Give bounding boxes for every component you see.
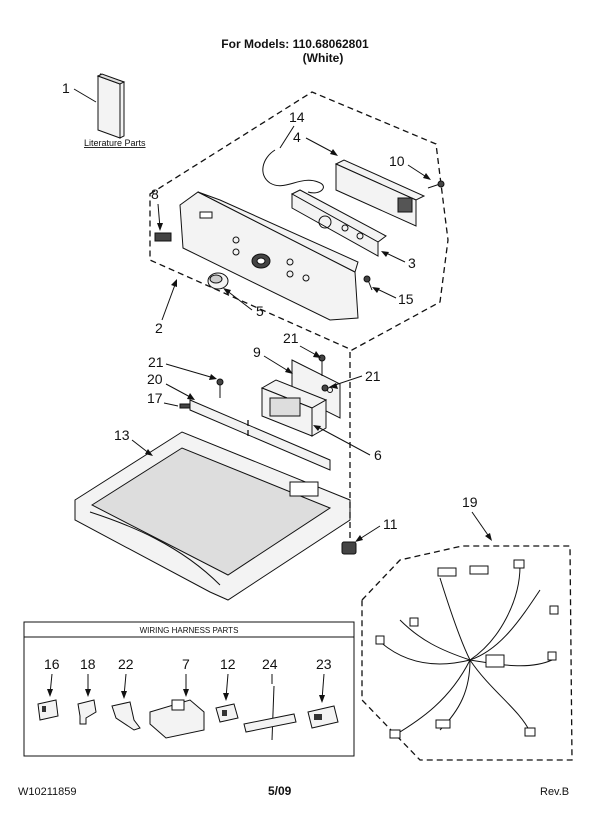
literature-parts-label: Literature Parts: [84, 138, 146, 148]
literature-parts-booklet: [96, 73, 126, 139]
lid-bumper: [341, 541, 357, 555]
callout-1: 1: [62, 80, 70, 96]
connector-16: [37, 699, 59, 721]
main-wire-harness: [375, 559, 559, 739]
callout-15: 15: [398, 291, 414, 307]
callout-19: 19: [462, 494, 478, 510]
callout-14: 14: [289, 109, 305, 125]
page-number: 5/09: [268, 784, 292, 798]
ui-harness: [262, 149, 324, 194]
callout-10: 10: [389, 153, 405, 169]
wiring-harness-parts-box: [23, 621, 355, 757]
callout-2: 2: [155, 320, 163, 336]
connector-18: [77, 699, 97, 725]
console-assembly-boundary: [149, 91, 449, 351]
callout-11: 11: [383, 516, 398, 532]
callout-17: 17: [147, 390, 163, 406]
callout-8: 8: [151, 186, 159, 202]
callout-13: 13: [114, 427, 130, 443]
harness-item-22-label: 22: [118, 656, 134, 672]
mount-screw-21-top: [318, 354, 326, 376]
harness-item-18-label: 18: [80, 656, 96, 672]
page-subtitle: (White): [302, 51, 344, 65]
harness-item-24-label: 24: [262, 656, 278, 672]
screw-15: [363, 275, 373, 291]
harness-item-12-label: 12: [220, 656, 236, 672]
mount-screw-21-right: [321, 384, 329, 392]
callout-21-left: 21: [148, 354, 164, 370]
callout-4: 4: [293, 129, 301, 145]
terminal-22: [111, 701, 141, 731]
harness-item-16-label: 16: [44, 656, 60, 672]
harness-item-23-label: 23: [316, 656, 332, 672]
callout-9: 9: [253, 344, 261, 360]
callout-20: 20: [147, 371, 163, 387]
washer-top-panel: [74, 431, 351, 601]
callout-21-right: 21: [365, 368, 381, 384]
cable-tie-24: [243, 685, 297, 741]
callout-3: 3: [408, 255, 416, 271]
document-number: W10211859: [18, 786, 77, 798]
harness-boundary: [361, 545, 573, 761]
connector-12: [215, 703, 239, 723]
console-badge: [154, 232, 172, 242]
connector-23: [307, 705, 339, 729]
callout-21-top: 21: [283, 330, 299, 346]
harness-box-title: WIRING HARNESS PARTS: [140, 626, 239, 635]
mount-screw-21-left: [216, 378, 224, 398]
harness-item-7-label: 7: [182, 656, 190, 672]
control-console: [179, 191, 359, 321]
clip-17: [179, 403, 191, 409]
user-interface-board: [290, 189, 387, 257]
page-title: For Models: 110.68062801: [221, 37, 369, 51]
connector-7: [149, 699, 205, 739]
screw-10: [427, 180, 445, 189]
control-knob: [207, 272, 229, 290]
board-shield: [334, 159, 426, 227]
revision-label: Rev.B: [540, 786, 570, 798]
callout-6: 6: [374, 447, 382, 463]
callout-5: 5: [256, 303, 264, 319]
